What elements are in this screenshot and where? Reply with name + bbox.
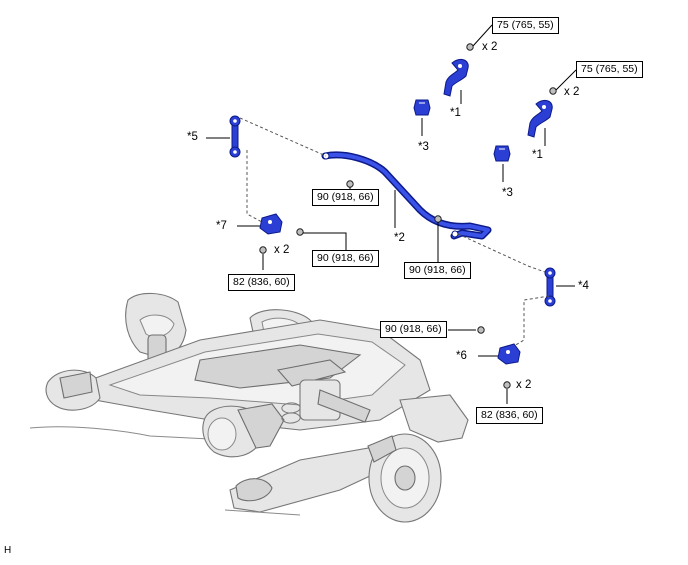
part-callout-1-right: *1	[532, 149, 543, 161]
bushing-left	[413, 99, 431, 116]
torque-label-bar-right: 90 (918, 66)	[404, 262, 471, 279]
torque-label-mount-right: 82 (836, 60)	[476, 407, 543, 424]
torque-label-nut-top-right: 75 (765, 55)	[576, 61, 643, 78]
mount-bracket-right	[497, 343, 521, 365]
stabilizer-link-right	[544, 267, 556, 307]
part-callout-3-left: *3	[418, 141, 429, 153]
nut-icons	[259, 43, 557, 389]
qty-label-mount-left: x 2	[274, 244, 290, 256]
torque-label-nut-top-left: 75 (765, 55)	[492, 17, 559, 34]
rear-suspension-assembly	[29, 292, 469, 523]
alignment-lines	[239, 117, 550, 347]
torque-label-mount-left: 82 (836, 60)	[228, 274, 295, 291]
qty-label-mount-right: x 2	[516, 379, 532, 391]
part-callout-7: *7	[216, 220, 227, 232]
qty-label-top-left: x 2	[482, 41, 498, 53]
part-callout-2: *2	[394, 232, 405, 244]
torque-label-bracket-right-top: 90 (918, 66)	[380, 321, 447, 338]
part-callout-4: *4	[578, 280, 589, 292]
bracket-left	[443, 58, 469, 97]
figure-code: H	[4, 545, 12, 556]
part-callout-3-right: *3	[502, 187, 513, 199]
brake-disc	[367, 433, 442, 523]
leader-lines	[206, 24, 577, 404]
part-callout-6: *6	[456, 350, 467, 362]
part-callout-5: *5	[187, 131, 198, 143]
torque-label-bracket-left: 90 (918, 66)	[312, 250, 379, 267]
stabilizer-bar	[321, 151, 492, 240]
bushing-right	[493, 145, 511, 162]
torque-label-bar-left: 90 (918, 66)	[312, 189, 379, 206]
bracket-right	[527, 99, 553, 138]
part-callout-1-left: *1	[450, 107, 461, 119]
qty-label-top-right: x 2	[564, 86, 580, 98]
mount-bracket-left	[259, 213, 283, 235]
stabilizer-link-left	[229, 115, 241, 158]
